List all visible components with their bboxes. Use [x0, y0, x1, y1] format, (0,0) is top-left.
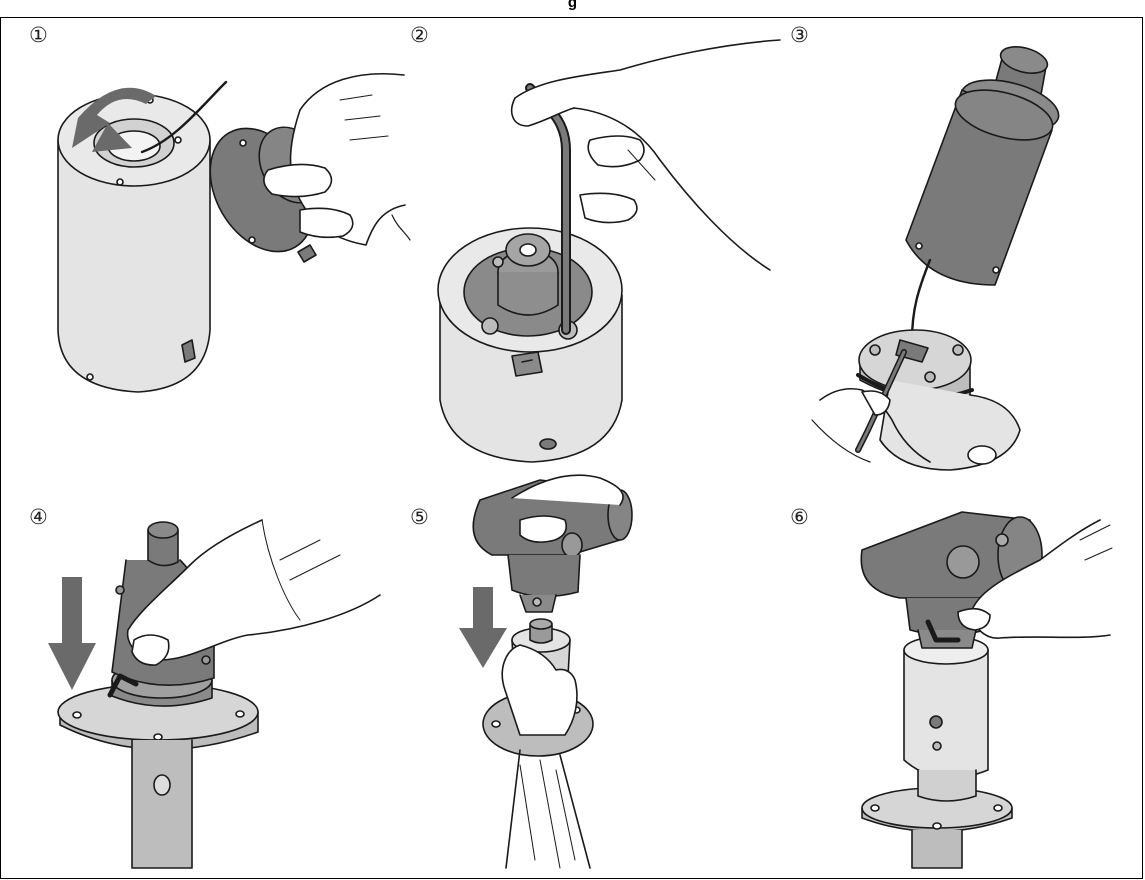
step-5-illustration: [459, 475, 632, 868]
down-arrow: [459, 587, 507, 668]
housing-cylinder: [904, 636, 988, 801]
down-arrow: [48, 577, 96, 690]
step-2-illustration: [438, 40, 780, 462]
housing-cylinder: [438, 228, 622, 462]
step-4-illustration: [48, 520, 380, 868]
step-6-illustration: [861, 512, 1112, 868]
signal-cable: [912, 260, 930, 340]
process-flange: [58, 684, 258, 868]
step-3-illustration: [812, 42, 1064, 470]
electronics-module: [906, 42, 1064, 285]
step-1-illustration: [58, 74, 410, 392]
